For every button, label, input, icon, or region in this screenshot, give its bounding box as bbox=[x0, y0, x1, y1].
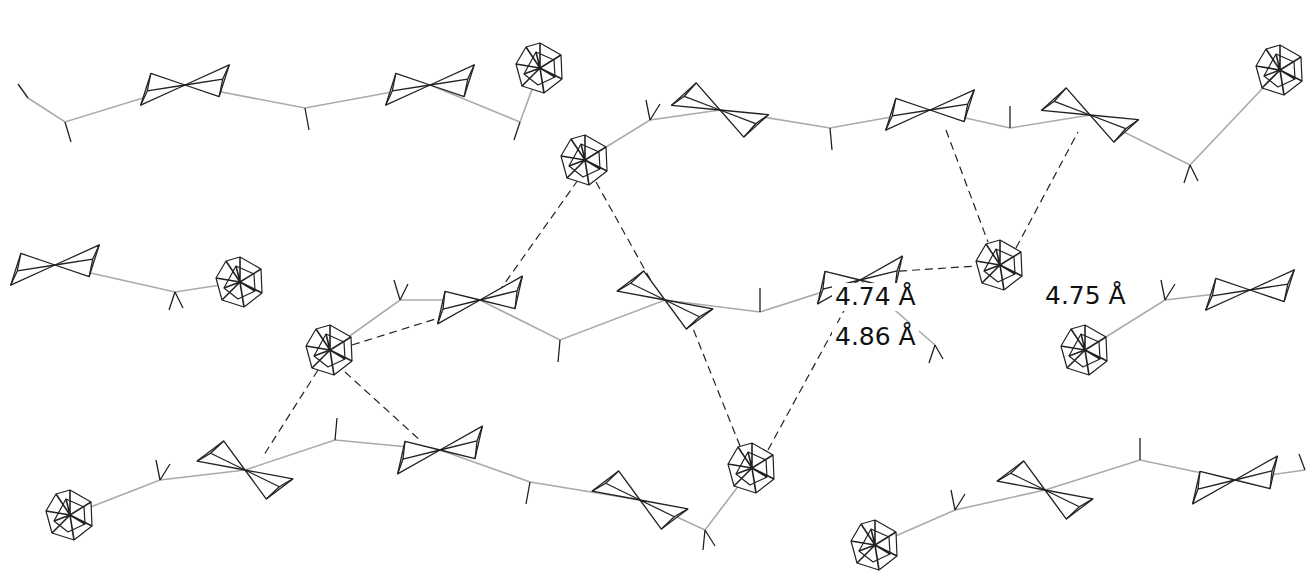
linker-chain bbox=[875, 460, 1305, 545]
bicapped-cage bbox=[613, 265, 717, 335]
bicapped-cage bbox=[1183, 445, 1287, 515]
methyl-tick bbox=[156, 418, 715, 550]
icosahedral-cage bbox=[216, 257, 262, 307]
icosahedral-cage bbox=[561, 135, 607, 185]
methyl-tick bbox=[169, 292, 183, 310]
methyl-tick bbox=[18, 84, 520, 142]
contact-dash bbox=[688, 296, 852, 450]
icosahedral-cage bbox=[728, 443, 774, 493]
icosahedral-cage bbox=[46, 490, 92, 540]
icosahedral-cage bbox=[1061, 325, 1107, 375]
bicapped-cage bbox=[668, 78, 771, 141]
icosahedral-cage bbox=[976, 240, 1022, 290]
linker-chain bbox=[585, 70, 1280, 165]
bicapped-cage bbox=[3, 233, 106, 296]
bicapped-cage bbox=[193, 435, 297, 505]
bicapped-cage bbox=[388, 415, 492, 485]
contact-dash bbox=[946, 130, 988, 242]
bicapped-cage bbox=[428, 265, 532, 335]
bicapped-cage bbox=[1038, 83, 1141, 146]
bicapped-cage bbox=[588, 465, 692, 535]
distance-label: 4.75 Å bbox=[1042, 282, 1129, 310]
distance-label: 4.86 Å bbox=[832, 323, 919, 351]
icosahedral-cage bbox=[1256, 45, 1302, 95]
bicapped-cage bbox=[993, 455, 1097, 525]
bicapped-cage bbox=[878, 78, 981, 141]
bicapped-cage bbox=[1198, 258, 1301, 321]
bicapped-cage bbox=[133, 53, 236, 116]
icosahedral-cage bbox=[851, 520, 897, 570]
icosahedral-cage bbox=[306, 325, 352, 375]
contact-dash bbox=[500, 180, 655, 290]
methyl-tick bbox=[1161, 280, 1175, 300]
icosahedral-cage bbox=[516, 43, 562, 93]
cage-group bbox=[3, 43, 1302, 570]
bicapped-cage bbox=[378, 53, 481, 116]
methyl-tick bbox=[394, 280, 943, 363]
contact-dash bbox=[262, 312, 458, 458]
contact-dash bbox=[1016, 132, 1078, 248]
distance-label: 4.74 Å bbox=[832, 283, 919, 311]
